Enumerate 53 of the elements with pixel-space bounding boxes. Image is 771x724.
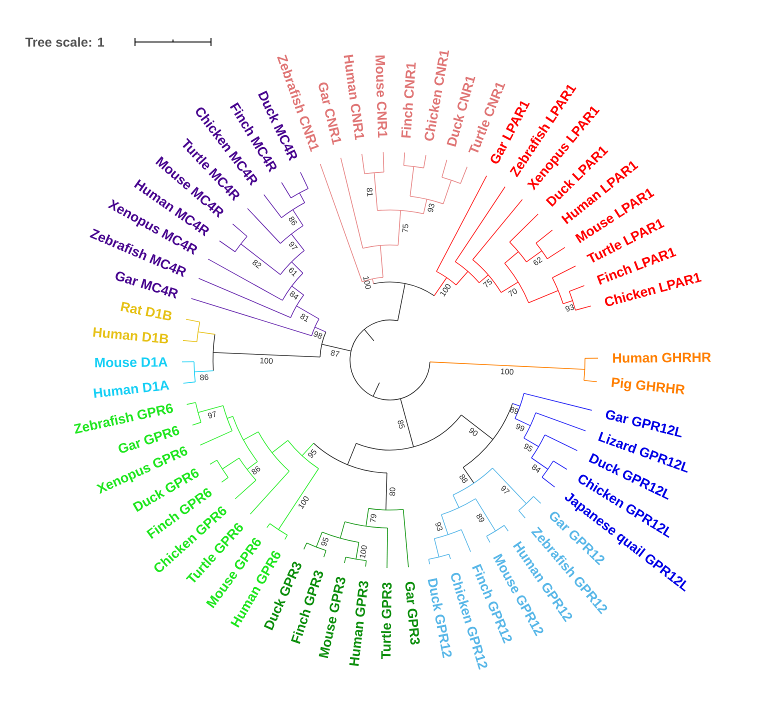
bootstrap-value: 80 <box>390 487 396 496</box>
bootstrap-value: 82 <box>252 260 262 269</box>
bootstrap-value: 75 <box>482 278 492 288</box>
leaf-label: Human GHRHR <box>613 352 711 363</box>
bootstrap-value: 97 <box>208 411 216 418</box>
leaf-label: Mouse CNR1 <box>375 55 388 138</box>
bootstrap-value: 79 <box>370 514 376 522</box>
leaf-label: Finch CNR1 <box>401 62 416 138</box>
bootstrap-value: 97 <box>288 242 298 250</box>
bootstrap-value: 98 <box>314 331 322 339</box>
scale-label: Tree scale: 1 <box>25 37 104 47</box>
bootstrap-value: 84 <box>290 291 298 300</box>
bootstrap-value: 61 <box>288 268 297 277</box>
bootstrap-value: 95 <box>308 448 316 458</box>
leaf-label: Gar GPR3 <box>405 582 420 645</box>
bootstrap-value: 75 <box>402 224 408 232</box>
bootstrap-value: 90 <box>469 428 478 436</box>
leaf-label: Gar CNR1 <box>318 82 342 145</box>
bootstrap-value: 100 <box>440 284 451 297</box>
bootstrap-value: 97 <box>500 486 510 494</box>
leaf-label: Pig GHRHR <box>612 378 684 394</box>
bootstrap-value: 100 <box>363 276 371 289</box>
bootstrap-value: 93 <box>565 304 574 312</box>
leaf-label: Human D1B <box>93 327 168 344</box>
leaf-label: Human D1A <box>94 380 170 398</box>
leaf-label: Human GPR3 <box>349 581 368 666</box>
bootstrap-value: 84 <box>532 464 541 473</box>
bootstrap-value: 100 <box>260 358 273 364</box>
bootstrap-value: 99 <box>516 424 524 432</box>
bootstrap-value: 86 <box>252 466 260 474</box>
leaf-label: Duck GPR12 <box>428 578 452 658</box>
bootstrap-value: 87 <box>330 350 340 357</box>
bootstrap-value: 89 <box>476 514 484 522</box>
bootstrap-value: 70 <box>508 288 517 296</box>
bootstrap-value: 100 <box>360 545 367 558</box>
bootstrap-value: 93 <box>428 204 434 212</box>
bootstrap-value: 88 <box>460 474 468 484</box>
bootstrap-value: 100 <box>298 496 309 509</box>
bootstrap-value: 86 <box>288 216 297 226</box>
leaf-label: Turtle GPR3 <box>381 582 392 659</box>
bootstrap-value: 89 <box>510 406 518 414</box>
leaf-label: Mouse D1A <box>95 357 168 368</box>
bootstrap-value: 81 <box>300 314 308 322</box>
bootstrap-value: 62 <box>534 257 542 266</box>
bootstrap-value: 93 <box>435 522 443 531</box>
bootstrap-value: 85 <box>398 420 405 429</box>
leaf-label: Rat D1B <box>120 302 172 320</box>
bootstrap-value: 86 <box>200 374 208 380</box>
bootstrap-value: 95 <box>524 444 533 452</box>
bootstrap-value: 81 <box>366 188 373 196</box>
bootstrap-value: 100 <box>500 368 514 375</box>
leaf-label: Human CNR1 <box>344 54 364 140</box>
bootstrap-value: 95 <box>321 537 328 546</box>
